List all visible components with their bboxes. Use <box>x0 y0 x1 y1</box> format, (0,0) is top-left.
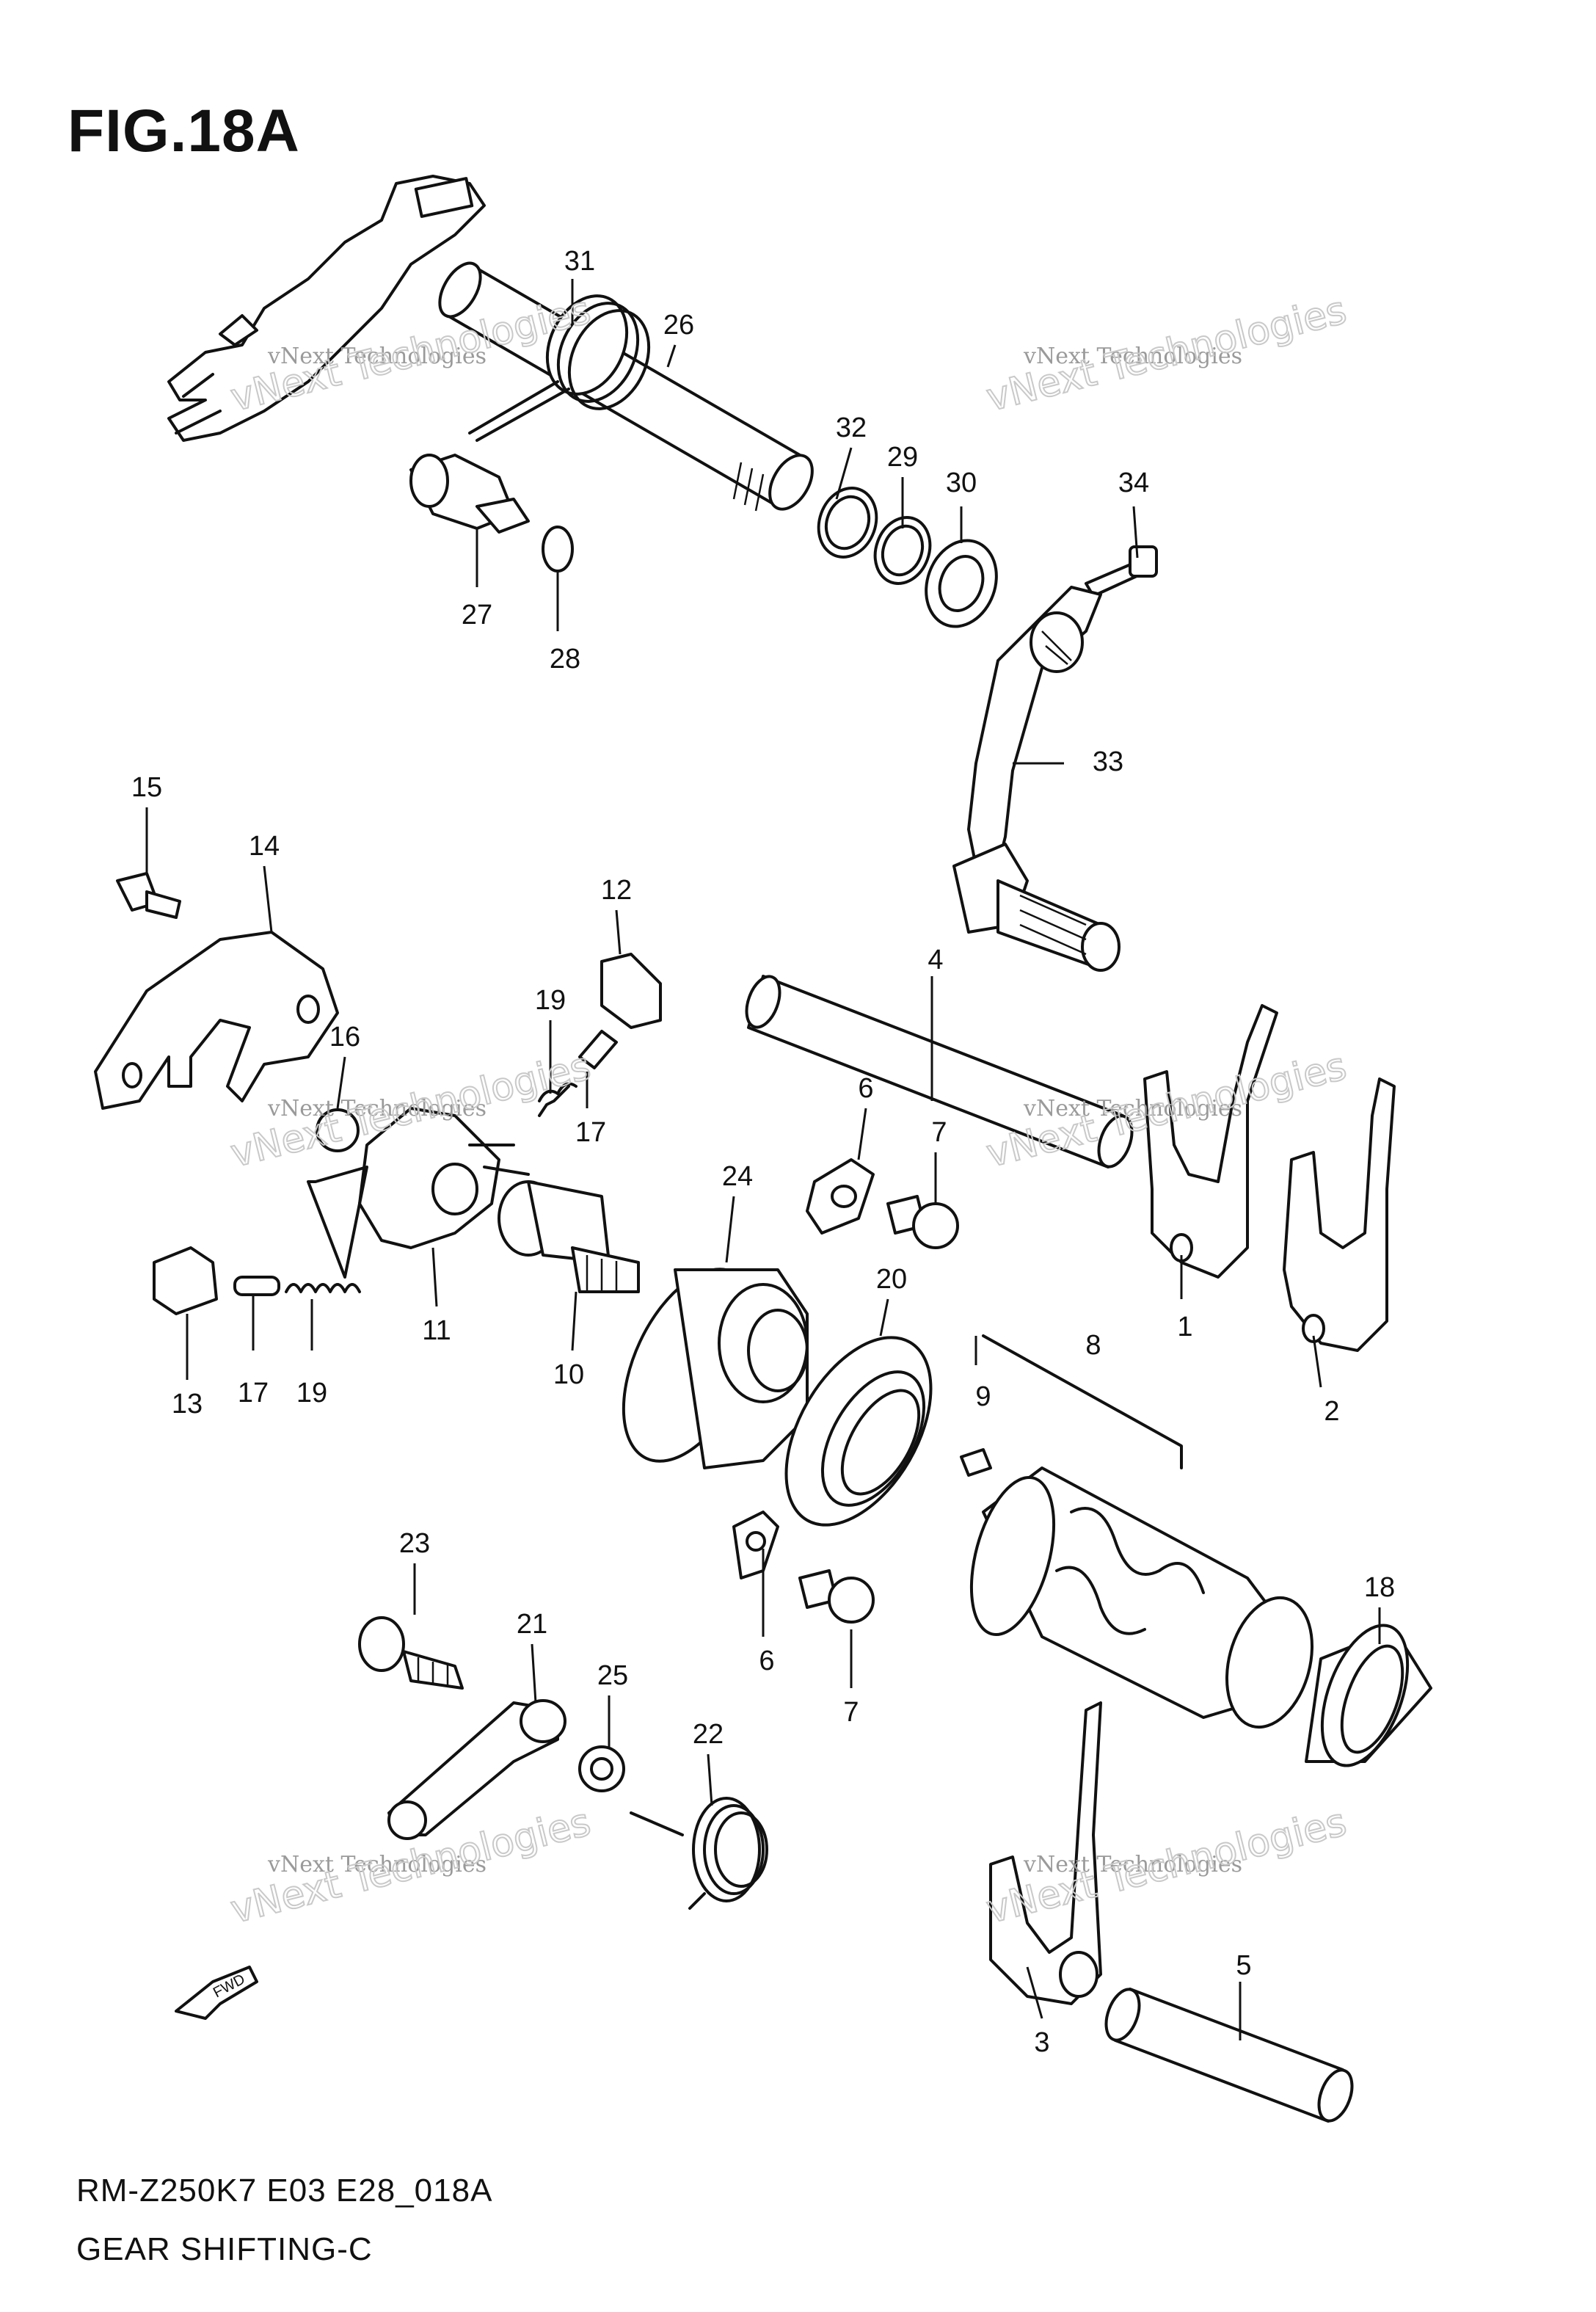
part-bolt-27 <box>409 454 530 534</box>
part-cam-stopper-11 <box>358 1107 530 1249</box>
part-shift-fork-2 <box>1283 1077 1396 1352</box>
part-shift-fork-1 <box>1143 1004 1278 1279</box>
part-pin-9 <box>960 1448 992 1477</box>
callout-12: 12 <box>601 875 632 906</box>
callout-4: 4 <box>928 945 943 975</box>
figure-title: FIG.18A <box>68 98 300 164</box>
part-washer-29 <box>873 516 932 585</box>
part-gearshift-shaft <box>167 175 814 512</box>
bracket-line-13 <box>307 1166 368 1279</box>
watermark-bottom-right: vNext Technologies vNext Technologies <box>982 1800 1352 1933</box>
fwd-arrow-icon: FWD <box>175 1966 258 2020</box>
callout-22: 22 <box>693 1719 724 1750</box>
part-spring-22 <box>630 1797 768 1910</box>
callout-19-lower: 19 <box>296 1378 327 1408</box>
watermark-text: vNext Technologies <box>1023 1096 1242 1122</box>
callout-23: 23 <box>399 1528 430 1559</box>
part-screw-15 <box>116 872 181 919</box>
watermark-text: vNext Technologies <box>267 1096 487 1122</box>
part-screw-7-lower <box>798 1569 875 1624</box>
watermark-text: vNext Technologies <box>1023 1852 1242 1877</box>
part-shift-fork-3 <box>989 1701 1102 2005</box>
part-gearshift-lever-33 <box>952 586 1121 972</box>
callout-20: 20 <box>876 1264 907 1295</box>
bracket-line-8 <box>982 1334 1183 1469</box>
callout-32: 32 <box>836 412 867 443</box>
part-pin-12 <box>600 953 662 1029</box>
part-bearing-20 <box>784 1336 933 1527</box>
part-bearing-18 <box>1305 1624 1432 1767</box>
callout-29: 29 <box>887 442 918 473</box>
callout-3: 3 <box>1034 2027 1049 2058</box>
callout-19-upper: 19 <box>535 985 566 1016</box>
callout-13: 13 <box>172 1389 203 1419</box>
callout-28: 28 <box>550 644 580 675</box>
callout-11: 11 <box>422 1315 451 1346</box>
callout-6-upper: 6 <box>858 1073 873 1104</box>
callout-27: 27 <box>462 600 492 630</box>
callout-16: 16 <box>329 1022 360 1053</box>
callout-30: 30 <box>946 468 977 498</box>
footer-model-code: RM-Z250K7 E03 E28_018A <box>76 2173 493 2209</box>
part-oil-seal-30 <box>925 539 998 628</box>
part-pin-17-upper <box>578 1030 618 1069</box>
part-shaft-5 <box>1104 1988 1354 2123</box>
leader-lines <box>145 279 1381 2040</box>
callout-5: 5 <box>1236 1950 1251 1981</box>
callout-18: 18 <box>1364 1572 1395 1603</box>
part-plate-6-lower <box>732 1511 779 1579</box>
part-circlip-32 <box>817 487 878 559</box>
callout-labels: 31 26 32 29 30 34 27 28 33 15 14 12 19 1… <box>131 246 1395 2058</box>
callout-14: 14 <box>249 831 280 862</box>
part-spring-19-upper <box>538 1082 577 1117</box>
part-screw-7-upper <box>886 1195 959 1249</box>
callout-34: 34 <box>1118 468 1149 498</box>
part-cam-driven-gear-24 <box>622 1268 809 1469</box>
callout-7-upper: 7 <box>931 1117 947 1148</box>
part-shift-fork-shaft-4 <box>745 975 1134 1168</box>
footer-figure-name: GEAR SHIFTING-C <box>76 2231 373 2267</box>
part-shift-cam-8 <box>969 1466 1314 1729</box>
watermark-text: vNext Technologies <box>267 1852 487 1877</box>
callout-17-upper: 17 <box>575 1117 606 1148</box>
watermark-text: vNext Technologies <box>1023 343 1242 369</box>
watermark-text: vNext Technologies <box>267 343 487 369</box>
callout-7-lower: 7 <box>843 1697 859 1728</box>
callout-26: 26 <box>663 310 694 341</box>
part-stopper-arm-21 <box>387 1699 566 1840</box>
part-plate-14 <box>94 931 339 1110</box>
part-pin-17-lower <box>233 1276 280 1296</box>
part-washer-25 <box>578 1745 625 1792</box>
callout-8: 8 <box>1085 1330 1101 1361</box>
part-bolt-34 <box>1085 545 1158 597</box>
callout-9: 9 <box>975 1381 991 1412</box>
part-pin-13 <box>153 1246 218 1315</box>
part-washer-28 <box>542 526 574 572</box>
callout-33: 33 <box>1093 746 1123 777</box>
callout-31: 31 <box>564 246 595 277</box>
callout-10: 10 <box>553 1359 584 1390</box>
watermark-top-right: vNext Technologies vNext Technologies <box>982 288 1352 421</box>
part-washer-16 <box>316 1108 360 1152</box>
part-plate-6-upper <box>806 1158 875 1235</box>
part-bolt-10 <box>498 1180 640 1293</box>
callout-17-lower: 17 <box>238 1378 269 1408</box>
callout-2: 2 <box>1324 1396 1339 1427</box>
callout-24: 24 <box>722 1161 753 1192</box>
part-bolt-23 <box>358 1616 464 1690</box>
callout-25: 25 <box>597 1660 628 1691</box>
part-return-spring <box>468 294 651 442</box>
callout-15: 15 <box>131 772 162 803</box>
callout-1: 1 <box>1177 1312 1192 1342</box>
callout-6-lower: 6 <box>759 1646 774 1676</box>
callout-21: 21 <box>517 1609 547 1640</box>
part-spring-19-lower <box>285 1283 361 1293</box>
